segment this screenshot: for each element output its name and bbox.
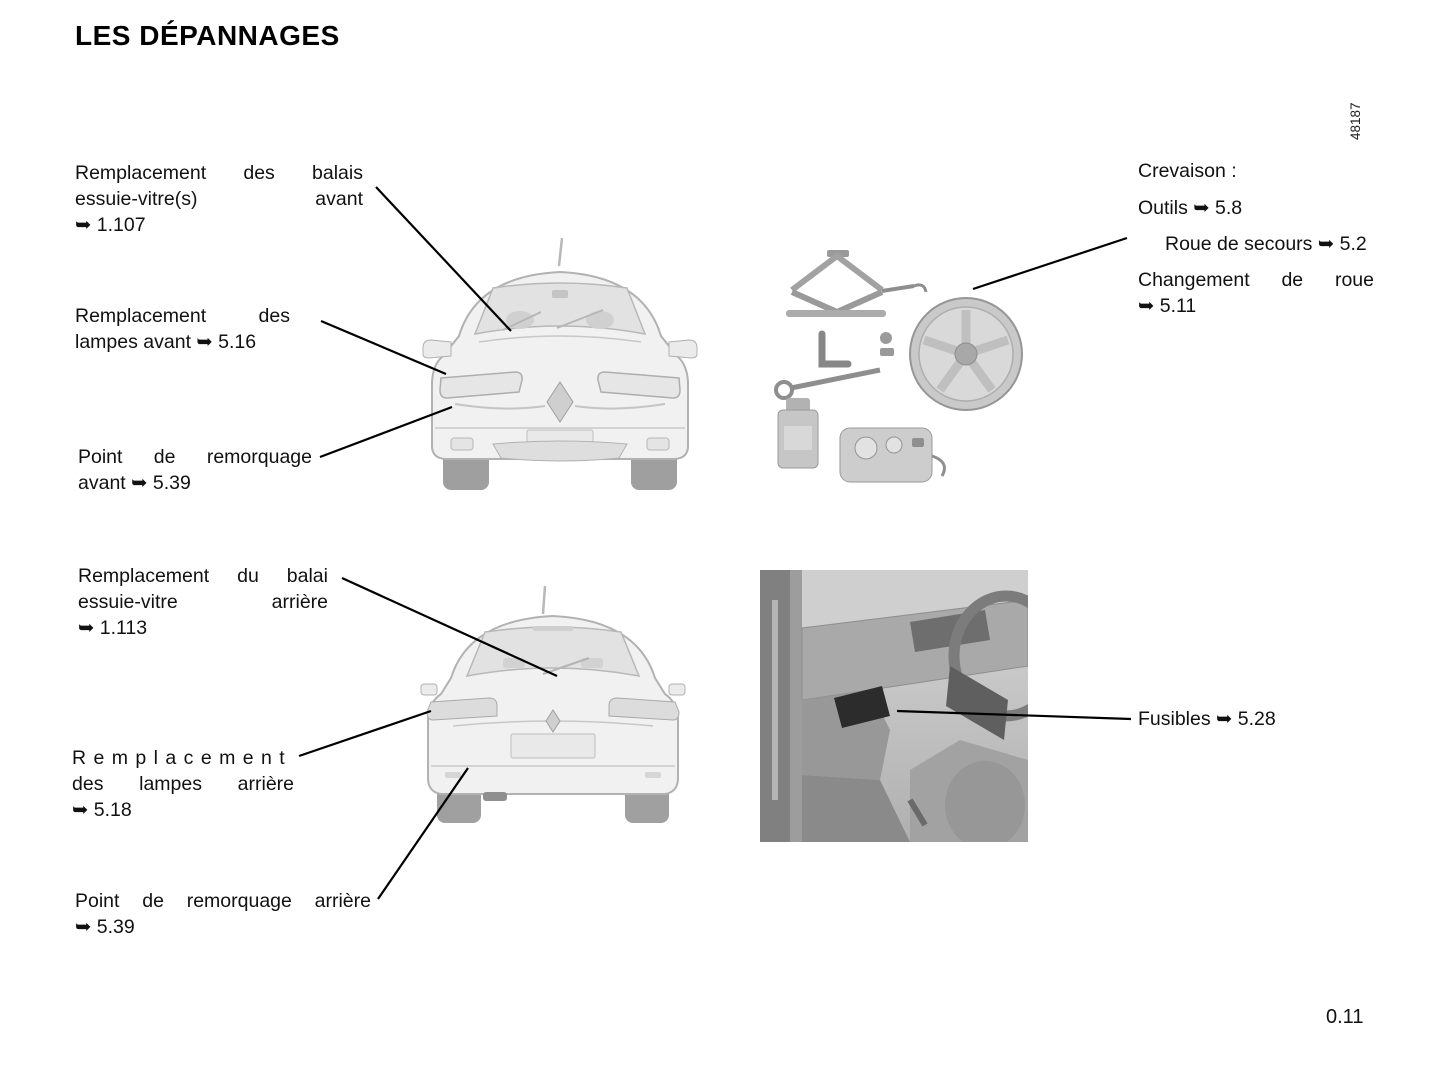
jack-screw: [881, 284, 915, 293]
pedal: [907, 798, 928, 827]
callout-reference: ➥ 1.113: [78, 617, 148, 639]
callout-reference: ➥ 1.107: [75, 214, 146, 236]
callout-text-line: Remplacement du balai: [78, 565, 328, 587]
page-number: 0.11: [1326, 1006, 1364, 1028]
callout-text-line: des lampes arrière: [72, 773, 294, 795]
callout-text-line: Remplacement des: [75, 305, 290, 327]
right-reflector: [645, 772, 661, 778]
callout-text-line: Remplacement: [72, 747, 293, 769]
callout-text-line: avant ➥ 5.39: [78, 472, 191, 494]
license-plate: [510, 733, 596, 759]
door-edge: [790, 570, 802, 842]
right-taillight: [608, 697, 680, 721]
brake-light-strip: [533, 626, 573, 631]
footwell: [802, 775, 910, 842]
tools-and-spare-wheel-illustration: [774, 250, 1023, 483]
callout-text-line: essuie-vitre arrière: [78, 591, 328, 613]
hood-crease: [478, 335, 642, 343]
callout-reference: ➥ 5.18: [72, 799, 132, 821]
callout-text-line: Point de remorquage: [78, 446, 312, 468]
callout-fuses: Fusibles ➥ 5.28: [1138, 708, 1276, 730]
antenna: [541, 585, 547, 615]
antenna: [557, 237, 564, 267]
towing-eye-rod: [790, 367, 881, 391]
callout-text-line: Changement de roue: [1138, 269, 1374, 291]
callout-reference: ➥ 5.11: [1138, 295, 1197, 317]
car-front-view-illustration: [422, 237, 698, 490]
jack-lower-arms: [790, 289, 884, 315]
jack-crank: [913, 283, 928, 293]
callout-front-wipers: Remplacement des balais essuie-vitre(s) …: [75, 160, 363, 238]
seat-cushion: [945, 761, 1025, 842]
right-mirror-tip: [668, 683, 686, 696]
right-headlight: [597, 371, 681, 399]
headrest-silhouette: [581, 658, 603, 668]
callout-text-line: lampes avant ➥ 5.16: [75, 331, 257, 353]
rearview-mirror: [552, 290, 568, 298]
left-headlight: [439, 371, 523, 399]
exhaust-pipe: [483, 792, 507, 801]
brand-diamond-logo: [546, 381, 574, 423]
right-mirror: [668, 339, 698, 359]
front-left-wheel: [443, 452, 489, 490]
left-reflector: [445, 772, 461, 778]
callout-front-lamps: Remplacement des lampes avant ➥ 5.16: [75, 303, 290, 355]
spare-wheel: [909, 297, 1023, 411]
callout-text-line: Remplacement des balais: [75, 162, 363, 184]
callout-text-line: essuie-vitre(s) avant: [75, 188, 363, 210]
allen-key: [818, 330, 852, 368]
left-mirror-tip: [420, 683, 438, 696]
callout-rear-lamps: Remplacement des lampes arrière ➥ 5.18: [72, 745, 294, 823]
left-taillight: [426, 697, 498, 721]
front-right-wheel: [631, 452, 677, 490]
callout-rear-wiper: Remplacement du balai essuie-vitre arriè…: [78, 563, 328, 641]
page-title: LES DÉPANNAGES: [75, 20, 340, 51]
seat-silhouette: [586, 311, 614, 329]
rear-right-wheel: [625, 787, 669, 823]
fusebox-dashboard-photo: [760, 570, 1028, 842]
sealant-bottle-cap: [786, 398, 810, 412]
door-seal: [772, 600, 778, 800]
callout-text-line: ➥ 5.39: [75, 916, 135, 938]
left-fog-light: [450, 437, 474, 451]
bolt-adapter: [880, 348, 894, 356]
jack-base: [786, 310, 886, 317]
jack-upper-arms: [790, 253, 884, 293]
callout-front-towing: Point de remorquage avant ➥ 5.39: [78, 444, 312, 496]
sealant-bottle-label: [784, 426, 812, 450]
car-rear-view-illustration: [420, 585, 686, 823]
grille-chrome: [454, 403, 666, 410]
steering-column: [946, 666, 1008, 740]
brand-diamond-logo: [545, 709, 561, 733]
headrest-silhouette: [503, 658, 525, 668]
callout-rear-towing: Point de remorquage arrière ➥ 5.39: [75, 888, 371, 940]
figure-reference-number: 48187: [1348, 102, 1363, 140]
lower-intake: [492, 440, 628, 462]
towing-eye-ring: [774, 380, 794, 400]
callout-text-line: Point de remorquage arrière: [75, 890, 371, 912]
callout-puncture-group: Crevaison : Outils ➥ 5.8 Roue de secours…: [1138, 158, 1388, 328]
windshield-area: [802, 570, 1028, 628]
tire-compressor: [839, 427, 946, 483]
right-fog-light: [646, 437, 670, 451]
rear-window: [465, 626, 641, 677]
puncture-wheel-change-reference: Changement de roue ➥ 5.11: [1138, 267, 1374, 319]
left-mirror: [422, 339, 452, 359]
puncture-tools-reference: Outils ➥ 5.8: [1138, 197, 1243, 219]
fuse-access-panel: [834, 686, 890, 728]
wheel-bolt: [880, 332, 892, 344]
puncture-spare-wheel-reference: Roue de secours ➥ 5.2: [1165, 233, 1367, 255]
puncture-heading: Crevaison :: [1138, 160, 1237, 182]
